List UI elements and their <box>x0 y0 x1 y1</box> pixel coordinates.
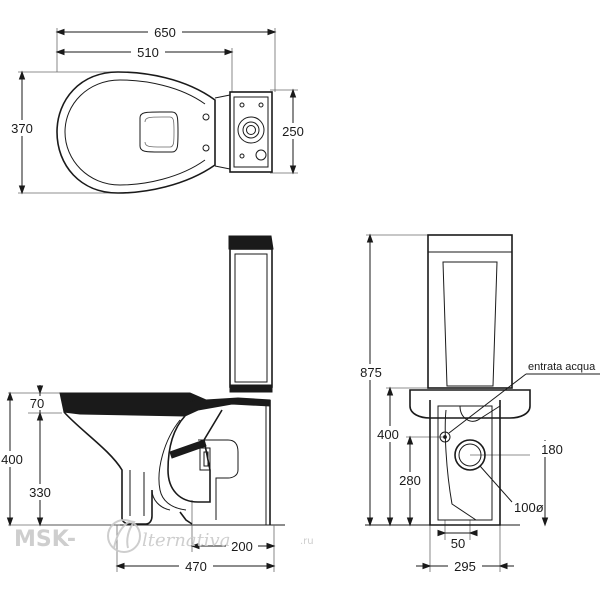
bowl-outline-top <box>56 71 216 194</box>
tank-outline-top <box>229 91 273 173</box>
tank-inner-panel <box>442 261 498 387</box>
top-view: 650 510 370 250 <box>4 24 308 195</box>
watermark: MSK- lternativa .ru <box>14 519 314 553</box>
front-view: 875 400 280 180 50 295 <box>355 233 600 574</box>
leader-outlet-diameter <box>479 465 513 503</box>
dim-label-400-side: 400 <box>1 452 23 467</box>
outlet-front-outer <box>454 439 486 471</box>
watermark-brand-left: MSK- <box>14 527 76 552</box>
dim-label-200: 200 <box>231 539 253 554</box>
watermark-brand-domain: .ru <box>300 536 314 547</box>
dim-label-510: 510 <box>137 45 159 60</box>
dim-label-100: 100ø <box>514 500 544 515</box>
dim-label-70: 70 <box>30 396 44 411</box>
hinge-hole-lower <box>202 144 210 152</box>
tank-hole-left <box>239 102 245 108</box>
tank-lid-side <box>228 235 274 250</box>
dim-label-280: 280 <box>399 473 421 488</box>
side-view: 70 400 330 200 470 <box>0 235 285 574</box>
dim-label-180: 180 <box>541 442 563 457</box>
dim-label-400-front: 400 <box>377 427 399 442</box>
outlet-pipe <box>198 439 239 520</box>
hinge-hole-upper <box>202 113 210 121</box>
water-inlet-front <box>439 431 451 443</box>
dim-label-470: 470 <box>185 559 207 574</box>
dim-label-875: 875 <box>360 365 382 380</box>
dim-label-650: 650 <box>154 25 176 40</box>
watermark-brand-script: lternativa <box>142 530 230 551</box>
flush-button-outer <box>237 116 265 144</box>
dim-label-50: 50 <box>451 536 465 551</box>
dim-label-295: 295 <box>454 559 476 574</box>
dim-label-370: 370 <box>11 121 33 136</box>
leader-entrata-acqua <box>448 373 527 434</box>
bowl-body-front <box>429 400 501 526</box>
label-entrata-acqua: entrata acqua <box>528 361 596 373</box>
bowl-opening-top <box>139 111 179 153</box>
tank-body-side <box>229 248 273 388</box>
seat-outline-top <box>64 79 206 186</box>
tank-body-front <box>427 234 513 389</box>
watermark-logo-circle <box>107 519 141 553</box>
bowl-inner-curve <box>63 411 153 525</box>
water-inlet-top <box>255 149 267 161</box>
tank-hole-right <box>258 102 264 108</box>
bowl-rim-front <box>409 389 531 419</box>
trapway-section <box>167 409 223 503</box>
dim-label-330: 330 <box>29 485 51 500</box>
dim-label-250: 250 <box>282 124 304 139</box>
